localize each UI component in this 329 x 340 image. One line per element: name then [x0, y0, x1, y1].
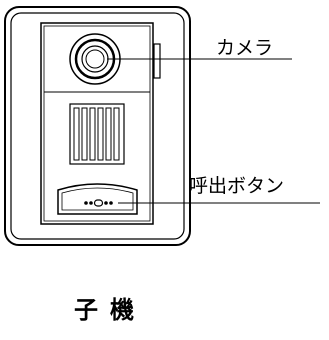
face-panel-inner [43, 25, 151, 222]
diagram-caption: 子機 [74, 296, 146, 324]
call-button-label: 呼出ボタン [189, 175, 285, 197]
camera-label: カメラ [216, 37, 274, 59]
outer-housing [4, 6, 191, 246]
led-slot [153, 43, 161, 79]
face-panel [40, 22, 154, 225]
call-button-shape [57, 183, 138, 215]
speaker-mic-icon [84, 199, 113, 207]
speaker-grille [69, 103, 125, 165]
inner-housing [10, 12, 185, 240]
